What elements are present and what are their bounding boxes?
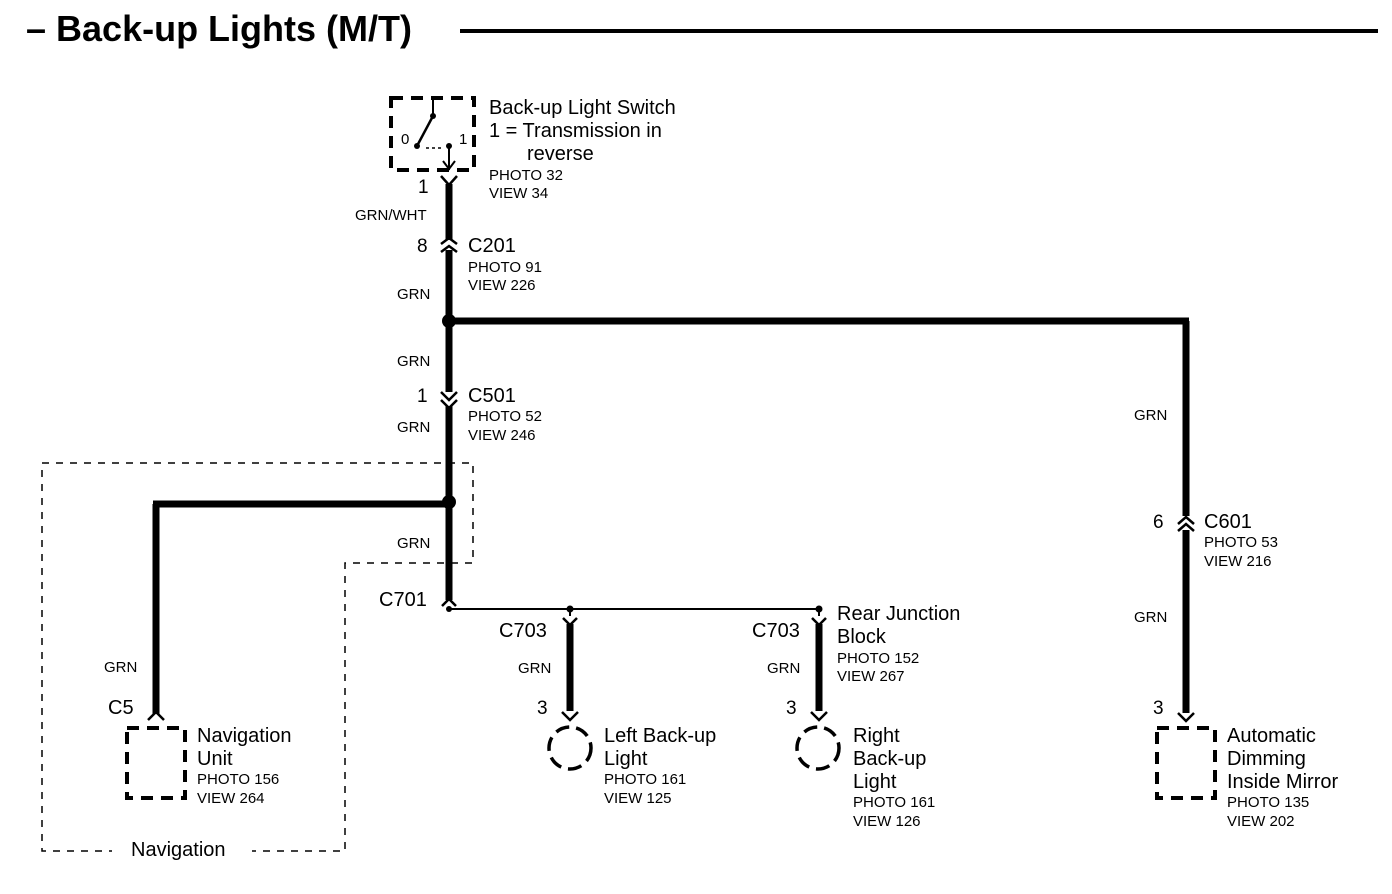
connector-c201 — [440, 236, 458, 253]
nav-unit-line1: Navigation — [197, 725, 292, 747]
wire-label-grn-mirror-1: GRN — [1134, 407, 1167, 424]
right-light-view: VIEW 126 — [853, 813, 921, 830]
rjb-photo: PHOTO 152 — [837, 650, 919, 667]
wire-grn-wht: GRN/WHT — [355, 207, 427, 224]
mirror-photo: PHOTO 135 — [1227, 794, 1309, 811]
mirror-box — [1155, 726, 1217, 800]
switch-pos-1: 1 — [459, 131, 467, 148]
mirror-pin: 3 — [1153, 698, 1164, 719]
c501-view: VIEW 246 — [468, 427, 536, 444]
wire-label-grn-right: GRN — [767, 660, 800, 677]
wire-label-grn-4: GRN — [397, 535, 430, 552]
switch-state-1: 1 = Transmission in — [489, 120, 662, 142]
switch-view: VIEW 34 — [489, 185, 548, 202]
switch-photo: PHOTO 32 — [489, 167, 563, 184]
wire-label-grn-nav: GRN — [104, 659, 137, 676]
connector-c501 — [440, 391, 458, 410]
navigation-region — [41, 462, 474, 852]
switch-name: Back-up Light Switch — [489, 97, 676, 119]
navigation-unit-box — [125, 726, 187, 800]
switch-state-2: reverse — [527, 143, 594, 165]
right-bulb-icon — [795, 725, 841, 771]
nav-unit-view: VIEW 264 — [197, 790, 265, 807]
connector-c601 — [1177, 515, 1195, 532]
left-light-line2: Light — [604, 748, 648, 770]
rjb-view: VIEW 267 — [837, 668, 905, 685]
nav-unit-photo: PHOTO 156 — [197, 771, 279, 788]
right-light-line1: Right — [853, 725, 900, 747]
wire-label-grn-2: GRN — [397, 353, 430, 370]
rjb-line1: Rear Junction — [837, 603, 960, 625]
c501-name: C501 — [468, 385, 516, 407]
c601-pin: 6 — [1153, 512, 1164, 533]
wire-label-grn-left: GRN — [518, 660, 551, 677]
mirror-line3: Inside Mirror — [1227, 771, 1338, 793]
c501-pin: 1 — [417, 386, 428, 407]
c201-photo: PHOTO 91 — [468, 259, 542, 276]
page-title: – Back-up Lights (M/T) — [26, 8, 412, 49]
c703-right-name: C703 — [752, 620, 800, 642]
rjb-line2: Block — [837, 626, 887, 648]
right-light-line2: Back-up — [853, 748, 926, 770]
left-light-pin: 3 — [537, 698, 548, 719]
mirror-view: VIEW 202 — [1227, 813, 1295, 830]
left-bulb-icon — [547, 725, 593, 771]
nav-unit-line2: Unit — [197, 748, 233, 770]
c703-left-name: C703 — [499, 620, 547, 642]
c601-photo: PHOTO 53 — [1204, 534, 1278, 551]
c201-name: C201 — [468, 235, 516, 257]
switch-pos-0: 0 — [401, 131, 409, 148]
right-light-line3: Light — [853, 771, 897, 793]
wire-label-grn-mirror-2: GRN — [1134, 609, 1167, 626]
c501-photo: PHOTO 52 — [468, 408, 542, 425]
c601-view: VIEW 216 — [1204, 553, 1272, 570]
nav-connector: C5 — [108, 697, 134, 719]
backup-light-switch: 0 1 — [389, 96, 476, 172]
mirror-line1: Automatic — [1227, 725, 1316, 747]
switch-pin: 1 — [418, 177, 429, 198]
c201-pin: 8 — [417, 236, 428, 257]
c201-view: VIEW 226 — [468, 277, 536, 294]
right-light-photo: PHOTO 161 — [853, 794, 935, 811]
left-light-line1: Left Back-up — [604, 725, 716, 747]
left-light-photo: PHOTO 161 — [604, 771, 686, 788]
wire-label-grn-1: GRN — [397, 286, 430, 303]
mirror-line2: Dimming — [1227, 748, 1306, 770]
c601-name: C601 — [1204, 511, 1252, 533]
navigation-region-label: Navigation — [131, 839, 226, 861]
wire-label-grn-3: GRN — [397, 419, 430, 436]
c701-name: C701 — [379, 589, 427, 611]
right-light-pin: 3 — [786, 698, 797, 719]
left-light-view: VIEW 125 — [604, 790, 672, 807]
